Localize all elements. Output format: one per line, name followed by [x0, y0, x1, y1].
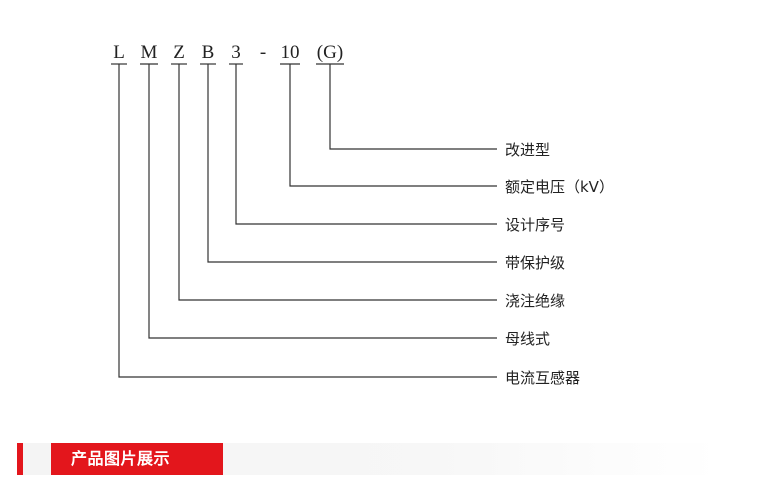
- code-segment-m: M: [141, 42, 158, 63]
- desc-cast-insulation: 浇注绝缘: [505, 292, 565, 310]
- model-designation-diagram: L M Z B 3 - 10 (G) 改进型 额定电压（kV） 设计序号 带保护…: [111, 42, 614, 387]
- leader-3: [235, 64, 497, 225]
- leader-b: [207, 64, 497, 263]
- code-segment-3: 3: [231, 42, 241, 63]
- desc-busbar-type: 母线式: [505, 330, 550, 348]
- desc-design-number: 设计序号: [505, 216, 565, 234]
- code-segment-g: (G): [317, 42, 343, 63]
- code-segment-z: Z: [173, 42, 185, 63]
- leader-z: [178, 64, 497, 301]
- desc-protection-level: 带保护级: [505, 254, 565, 272]
- code-segment-l: L: [113, 42, 125, 63]
- code-segment-b: B: [202, 42, 215, 63]
- section-title: 产品图片展示: [51, 443, 223, 475]
- desc-rated-voltage: 额定电压（kV）: [505, 178, 614, 196]
- code-segment-10: 10: [281, 42, 300, 63]
- section-header: 产品图片展示: [17, 443, 719, 475]
- leader-g: [329, 64, 497, 150]
- desc-improved-type: 改进型: [505, 141, 550, 159]
- leader-l: [118, 64, 497, 378]
- leader-10: [289, 64, 497, 187]
- desc-current-transformer: 电流互感器: [505, 369, 580, 387]
- section-accent-bar: [17, 443, 23, 475]
- code-segment-dash: -: [260, 42, 266, 63]
- leader-m: [148, 64, 497, 339]
